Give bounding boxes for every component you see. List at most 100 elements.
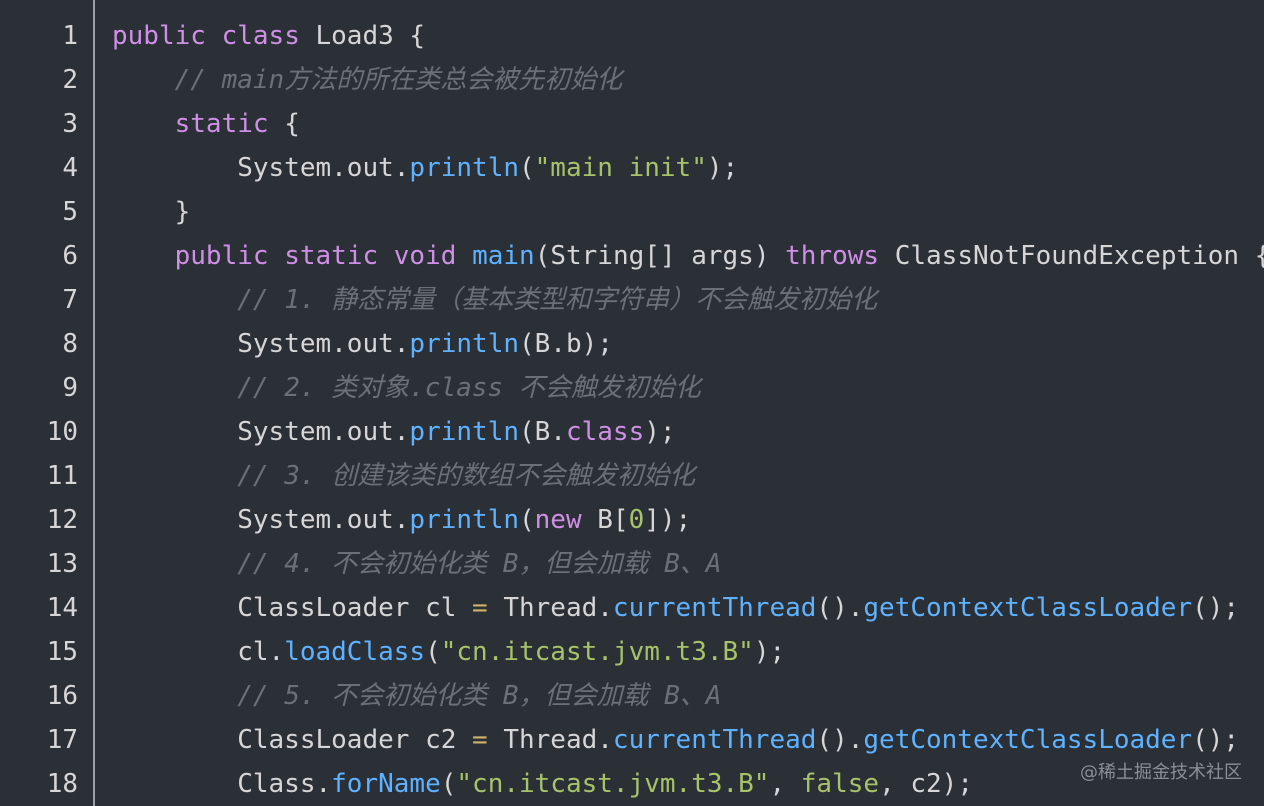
- code-token: public: [112, 21, 222, 51]
- code-token: System.out.: [112, 417, 410, 447]
- line-number: 18: [46, 769, 78, 799]
- code-token: static: [174, 109, 269, 139]
- code-token: // 3. 创建该类的数组不会触发初始化: [237, 461, 696, 491]
- code-token: );: [753, 637, 786, 667]
- code-line[interactable]: 13 // 4. 不会初始化类 B，但会加载 B、A: [47, 542, 1262, 586]
- code-token: class: [565, 417, 645, 447]
- code-token: =: [472, 593, 488, 623]
- code-token: (: [425, 637, 441, 667]
- line-number: 10: [46, 417, 78, 447]
- code-token: }: [112, 197, 191, 227]
- code-line[interactable]: 5 }: [62, 190, 1262, 234]
- code-token: Thread.: [487, 725, 613, 755]
- code-token: , c2);: [879, 769, 973, 799]
- code-token: ();: [1192, 725, 1240, 755]
- code-line[interactable]: 10 System.out.println(B.class);: [47, 410, 1262, 454]
- line-number: 15: [46, 637, 78, 667]
- line-number: 3: [62, 109, 78, 139]
- code-token: // 2. 类对象.class 不会触发初始化: [237, 373, 701, 403]
- line-number: 13: [46, 549, 78, 579]
- code-token: (: [440, 769, 457, 799]
- code-token: class: [221, 21, 316, 51]
- code-token: System.out.: [112, 505, 410, 535]
- code-line[interactable]: 16 // 5. 不会初始化类 B，但会加载 B、A: [47, 674, 1262, 718]
- code-token: (B.: [519, 417, 566, 447]
- code-token: // main方法的所在类总会被先初始化: [174, 65, 623, 95]
- code-token: public: [174, 241, 285, 271]
- code-token: new: [534, 505, 582, 535]
- code-line[interactable]: 12 System.out.println(new B[0]);: [47, 498, 1262, 542]
- code-token: ().: [816, 593, 864, 623]
- code-token: "main init": [534, 153, 707, 183]
- code-line[interactable]: 6 public static void main(String[] args)…: [62, 234, 1264, 278]
- code-token: [112, 241, 175, 271]
- code-area[interactable]: 1 public class Load3 { 2 // main方法的所在类总会被先…: [47, 14, 1264, 806]
- code-line[interactable]: 1 public class Load3 {: [62, 14, 1262, 58]
- code-line[interactable]: 15 cl.loadClass("cn.itcast.jvm.t3.B");: [47, 630, 1262, 674]
- code-token: static: [284, 241, 394, 271]
- code-token: (: [519, 505, 535, 535]
- code-token: void: [393, 241, 473, 271]
- line-number: 9: [62, 373, 78, 403]
- code-token: [112, 549, 237, 579]
- code-token: cl.: [112, 637, 285, 667]
- code-line[interactable]: 18 Class.forName("cn.itcast.jvm.t3.B", f…: [47, 762, 1262, 806]
- code-token: ().: [816, 725, 864, 755]
- code-token: (String[] args): [534, 241, 786, 271]
- code-token: System.out.: [112, 153, 410, 183]
- code-line[interactable]: 14 ClassLoader cl = Thread.currentThread…: [47, 586, 1262, 630]
- line-number: 1: [62, 21, 78, 51]
- code-token: // 5. 不会初始化类 B，但会加载 B、A: [237, 681, 722, 711]
- code-token: getContextClassLoader: [863, 593, 1193, 623]
- line-number: 17: [46, 725, 78, 755]
- code-token: "cn.itcast.jvm.t3.B": [456, 769, 770, 799]
- code-token: [112, 109, 175, 139]
- code-token: "cn.itcast.jvm.t3.B": [440, 637, 754, 667]
- code-token: Class.: [112, 769, 332, 799]
- code-token: ClassLoader c2: [112, 725, 473, 755]
- line-number: 2: [62, 65, 78, 95]
- code-token: [112, 285, 237, 315]
- line-number: 6: [62, 241, 78, 271]
- code-token: println: [409, 153, 519, 183]
- line-number-gutter: [0, 0, 95, 806]
- code-token: ]);: [644, 505, 692, 535]
- code-token: [112, 461, 237, 491]
- code-token: currentThread: [612, 725, 817, 755]
- code-token: Load3 {: [315, 21, 426, 51]
- line-number: 7: [62, 285, 78, 315]
- code-token: println: [409, 505, 519, 535]
- code-line[interactable]: 9 // 2. 类对象.class 不会触发初始化: [62, 366, 1262, 410]
- code-token: );: [644, 417, 676, 447]
- line-number: 16: [46, 681, 78, 711]
- line-number: 12: [46, 505, 78, 535]
- code-token: loadClass: [284, 637, 426, 667]
- line-number: 8: [62, 329, 78, 359]
- code-token: // 1. 静态常量（基本类型和字符串）不会触发初始化: [237, 285, 878, 315]
- code-token: // 4. 不会初始化类 B，但会加载 B、A: [237, 549, 722, 579]
- code-token: );: [706, 153, 739, 183]
- code-token: 0: [628, 505, 645, 535]
- code-line[interactable]: 7 // 1. 静态常量（基本类型和字符串）不会触发初始化: [62, 278, 1262, 322]
- code-line[interactable]: 4 System.out.println("main init");: [62, 146, 1262, 190]
- code-token: ClassNotFoundException {: [879, 241, 1264, 271]
- line-number: 4: [62, 153, 78, 183]
- line-number: 5: [62, 197, 78, 227]
- code-token: println: [409, 329, 519, 359]
- code-token: Thread.: [487, 593, 613, 623]
- code-token: =: [472, 725, 488, 755]
- watermark: @稀土掘金技术社区: [1080, 762, 1242, 783]
- code-token: ClassLoader cl: [112, 593, 473, 623]
- code-token: (B.b);: [519, 329, 613, 359]
- code-token: {: [268, 109, 300, 139]
- code-token: getContextClassLoader: [863, 725, 1193, 755]
- code-token: (: [519, 153, 535, 183]
- code-line[interactable]: 3 static {: [62, 102, 1262, 146]
- code-token: [112, 681, 237, 711]
- code-line[interactable]: 17 ClassLoader c2 = Thread.currentThread…: [47, 718, 1262, 762]
- code-line[interactable]: 11 // 3. 创建该类的数组不会触发初始化: [47, 454, 1262, 498]
- code-token: currentThread: [612, 593, 817, 623]
- code-line[interactable]: 8 System.out.println(B.b);: [62, 322, 1262, 366]
- code-line[interactable]: 2 // main方法的所在类总会被先初始化: [62, 58, 1262, 102]
